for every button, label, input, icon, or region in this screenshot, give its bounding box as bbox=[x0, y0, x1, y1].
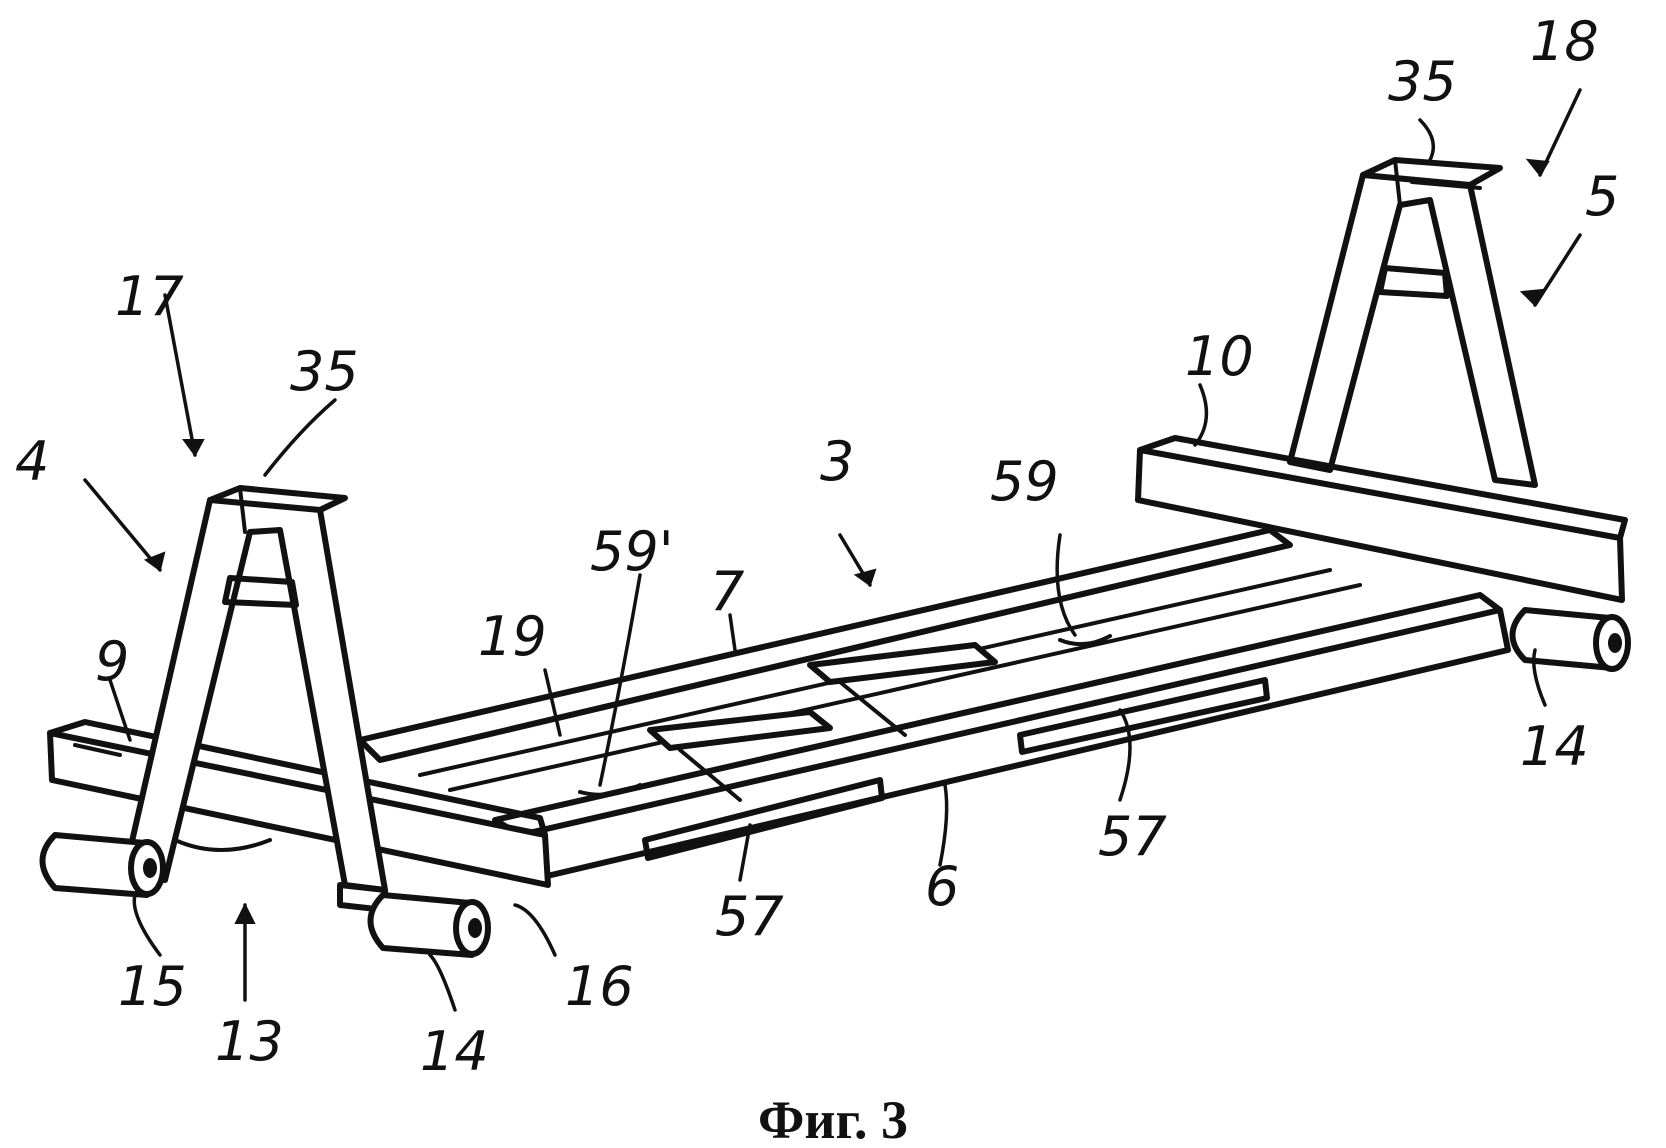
label-35-right: 35 bbox=[1388, 50, 1457, 113]
right-a-frame bbox=[1287, 157, 1538, 488]
label-17: 17 bbox=[115, 265, 184, 328]
label-14-right: 14 bbox=[1520, 715, 1589, 778]
label-57-left: 57 bbox=[715, 885, 784, 948]
label-4: 4 bbox=[15, 430, 49, 493]
label-35-left: 35 bbox=[290, 340, 359, 403]
label-3: 3 bbox=[820, 430, 854, 493]
figure-caption: Фиг. 3 bbox=[758, 1090, 908, 1148]
label-9: 9 bbox=[95, 630, 129, 693]
label-59-prime: 59' bbox=[590, 520, 674, 583]
label-5: 5 bbox=[1585, 165, 1619, 228]
label-10: 10 bbox=[1185, 325, 1254, 388]
label-13: 13 bbox=[215, 1010, 284, 1073]
label-14-left: 14 bbox=[420, 1020, 489, 1083]
reference-labels: 35 18 5 17 35 4 10 3 59 59' 7 19 9 14 57… bbox=[15, 10, 1619, 1083]
label-6: 6 bbox=[925, 855, 959, 918]
label-7: 7 bbox=[710, 560, 744, 623]
label-15: 15 bbox=[118, 955, 187, 1018]
label-18: 18 bbox=[1530, 10, 1599, 73]
label-19: 19 bbox=[478, 605, 547, 668]
leader-lines bbox=[83, 88, 1582, 1012]
label-16: 16 bbox=[565, 955, 634, 1018]
label-59-right: 59 bbox=[990, 450, 1059, 513]
left-wheels bbox=[39, 832, 491, 958]
label-57-right: 57 bbox=[1098, 805, 1167, 868]
right-cross-beam bbox=[1135, 435, 1631, 672]
